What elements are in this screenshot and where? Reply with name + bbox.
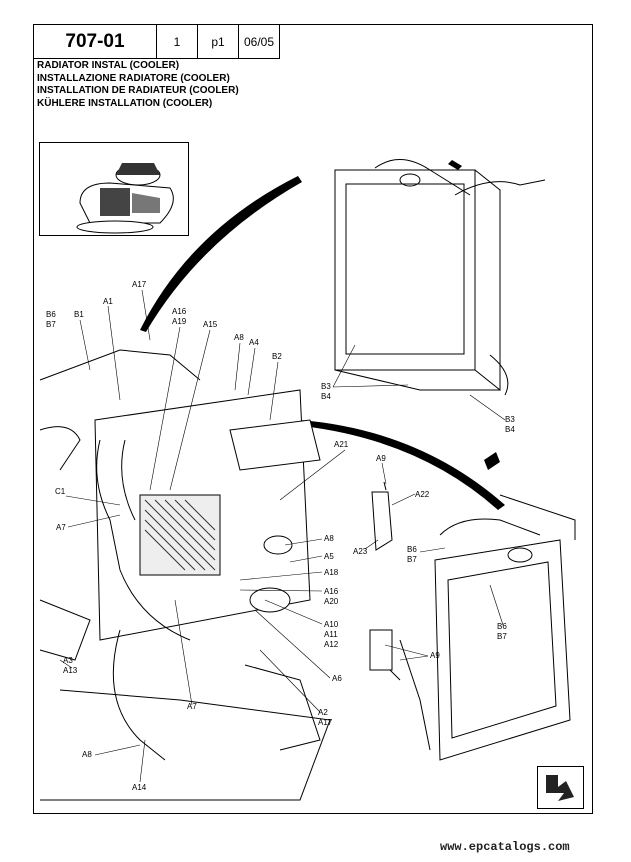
- callout-a9-mid: A9: [376, 454, 386, 463]
- callout-a4: A4: [249, 338, 259, 347]
- callout-a8-bottom: A8: [82, 750, 92, 759]
- radiator-bottom-right: [369, 494, 576, 761]
- revision-date: 06/05: [238, 24, 280, 59]
- callout-a18: A18: [324, 568, 339, 577]
- callout-b2: B2: [272, 352, 282, 361]
- callout-a8-top: A8: [234, 333, 244, 342]
- callout-b4-top: B4: [321, 392, 331, 401]
- callout-a21: A21: [334, 440, 349, 449]
- bracket-a22: [371, 481, 393, 551]
- arrow-down-right-icon: [546, 775, 574, 801]
- callout-a22: A22: [415, 490, 430, 499]
- callout-a10: A10: [324, 620, 339, 629]
- arrow-icon-right: [484, 452, 500, 470]
- callout-c1: C1: [55, 487, 66, 496]
- callout-a8-mid: A8: [324, 534, 334, 543]
- title-block: RADIATOR INSTAL (COOLER) INSTALLAZIONE R…: [37, 60, 239, 110]
- callout-b6-right: B6: [407, 545, 417, 554]
- callout-a2: A2: [318, 708, 328, 717]
- callout-a3: A3: [63, 656, 73, 665]
- callout-a7-bottom: A7: [187, 702, 197, 711]
- callout-a11: A11: [324, 630, 338, 639]
- callout-a7-left: A7: [56, 523, 66, 532]
- page-frame: [33, 24, 593, 814]
- callout-a19-top: A19: [172, 317, 187, 326]
- header-table: 707-01 1 p1 06/05: [33, 24, 280, 59]
- callout-b1: B1: [74, 310, 84, 319]
- callout-a15: A15: [203, 320, 218, 329]
- sweep-arrow-right: [300, 420, 505, 510]
- callout-a16-top: A16: [172, 307, 187, 316]
- callout-a13: A13: [63, 666, 78, 675]
- callout-a1: A1: [103, 297, 113, 306]
- machine-icon: [76, 163, 174, 234]
- callout-a17-bottom: A17: [318, 718, 333, 727]
- callout-b6-right2: B6: [497, 622, 507, 631]
- callout-a16-mid: A16: [324, 587, 339, 596]
- callout-a20: A20: [324, 597, 339, 606]
- callout-a12: A12: [324, 640, 339, 649]
- callout-b7-right: B7: [407, 555, 417, 564]
- callout-a5: A5: [324, 552, 334, 561]
- callout-b3-top: B3: [321, 382, 331, 391]
- footer-url[interactable]: www.epcatalogs.com: [440, 840, 570, 854]
- title-en: RADIATOR INSTAL (COOLER): [37, 60, 180, 71]
- sweep-arrow-top: [140, 176, 302, 332]
- main-assembly: [39, 349, 331, 801]
- arrow-icon-top: [448, 160, 462, 170]
- callout-a23: A23: [353, 547, 368, 556]
- next-page-button[interactable]: [537, 766, 584, 809]
- callout-b4-bottom: B4: [505, 425, 515, 434]
- title-de: KÜHLERE INSTALLATION (COOLER): [37, 97, 213, 109]
- radiator-top-right: [334, 159, 546, 396]
- leader-lines: [59, 289, 506, 783]
- callout-b3-bottom: B3: [505, 415, 515, 424]
- machine-location-inset: [39, 142, 189, 236]
- title-fr: INSTALLATION DE RADIATEUR (COOLER): [37, 85, 239, 96]
- callout-b7-right2: B7: [497, 632, 507, 641]
- callout-a6: A6: [332, 674, 342, 683]
- callout-b6-left: B6: [46, 310, 56, 319]
- callout-a9-right: A9: [430, 651, 440, 660]
- callout-a17-top: A17: [132, 280, 147, 289]
- callout-b7-left: B7: [46, 320, 56, 329]
- callout-a14: A14: [132, 783, 147, 792]
- title-it: INSTALLAZIONE RADIATORE (COOLER): [37, 72, 230, 84]
